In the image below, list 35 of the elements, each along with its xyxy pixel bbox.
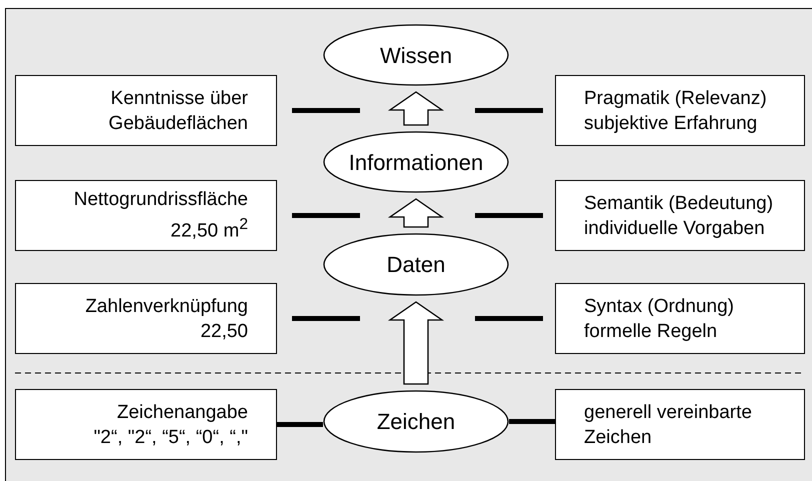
connector-bar (509, 419, 555, 424)
node-label: Wissen (380, 42, 452, 68)
text-box (15, 180, 277, 251)
block-arrow (388, 91, 444, 126)
box-text: Syntax (Ordnung) formelle Regeln (584, 294, 734, 344)
node-label: Zeichen (376, 409, 456, 434)
connector-bar (292, 108, 360, 113)
box-text: Semantik (Bedeutung) individuelle Vorgaben (584, 192, 774, 240)
text-box (555, 75, 805, 146)
connector-bar (292, 316, 360, 321)
box-text: Zeichenangabe "2“, "2“, “5“, “0“, “," (94, 400, 248, 450)
connector-bar (475, 213, 543, 218)
box-text: Nettogrundrissfläche 22,50 m$^{2}$ (74, 188, 248, 244)
box-text: Zahlenverknüpfung 22,50 (85, 294, 248, 344)
box-text: Kenntnisse über Gebäudeflächen (108, 86, 248, 136)
block-arrow (388, 198, 444, 228)
connector-bar (475, 108, 543, 113)
ellipse-node (323, 390, 509, 453)
box-text: Pragmatik (Relevanz) subjektive Erfahrung (584, 86, 767, 136)
block-arrow (388, 301, 444, 385)
connector-bar (292, 213, 360, 218)
text-box (15, 75, 277, 146)
ellipse-node (323, 131, 509, 193)
text-box (15, 389, 277, 460)
text-box (555, 283, 805, 354)
text-box (15, 283, 277, 354)
node-label: Daten (386, 252, 446, 277)
connector-bar (475, 316, 543, 321)
text-box (555, 389, 805, 460)
ellipse-node (323, 24, 509, 86)
text-box (555, 180, 805, 251)
box-text: generell vereinbarte Zeichen (584, 400, 752, 450)
ellipse-node (323, 233, 509, 296)
node-label: Informationen (348, 150, 484, 174)
connector-bar (277, 422, 323, 427)
